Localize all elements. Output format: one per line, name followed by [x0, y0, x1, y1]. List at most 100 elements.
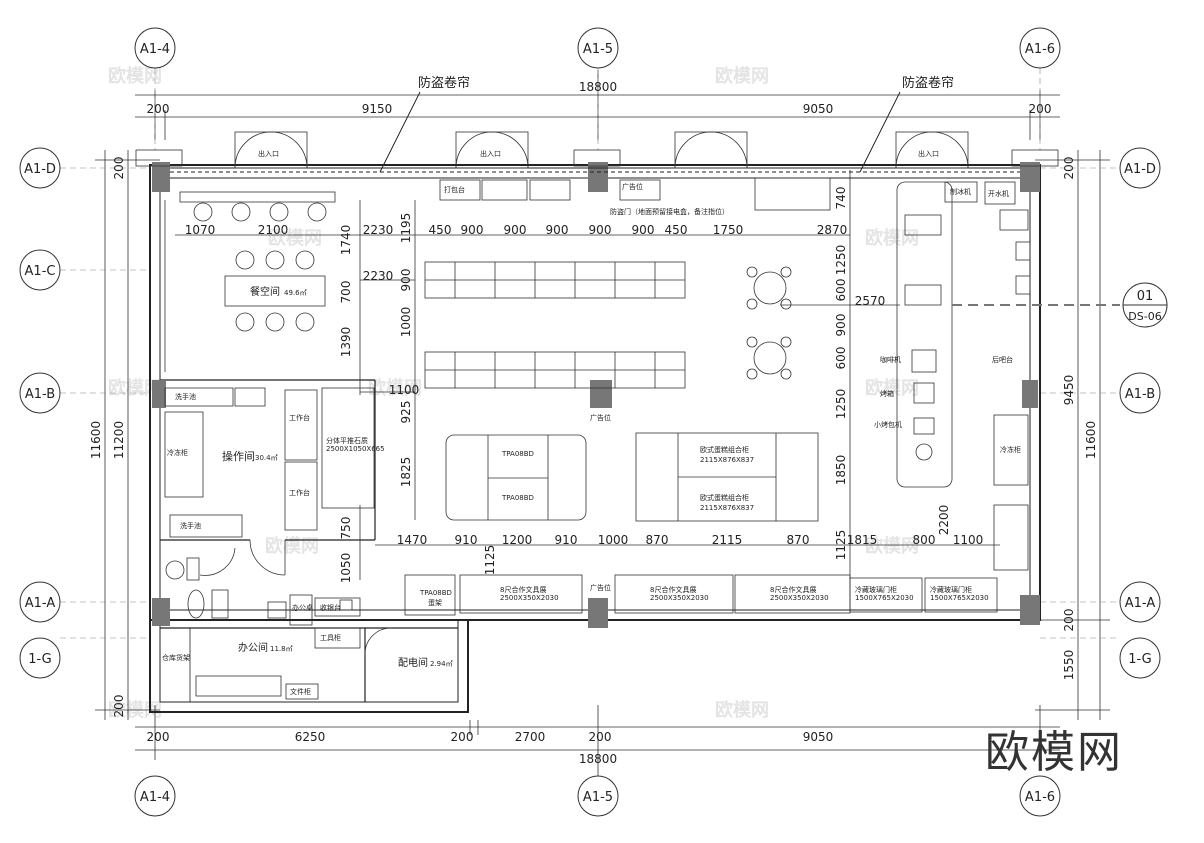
- dim-int: 910: [455, 533, 478, 547]
- tpa-label: TPA08BD: [501, 450, 534, 458]
- warehouse-label: 仓库货架: [162, 653, 190, 662]
- dim-int: 2230: [363, 269, 394, 283]
- dim-right-inner: 9450: [1062, 375, 1076, 406]
- dim-int: 1200: [502, 533, 533, 547]
- tpa-label: TPA08BD: [419, 589, 452, 597]
- dim-top-d: 200: [1029, 102, 1052, 116]
- dim-int: 450: [665, 223, 688, 237]
- svg-text:欧模网: 欧模网: [268, 227, 322, 249]
- file-cab-label: 文件柜: [290, 687, 311, 696]
- svg-text:欧模网: 欧模网: [865, 377, 919, 399]
- power-room-area: 2.94㎡: [430, 660, 453, 668]
- note-label: 防盗门（地面预留接电盒，备注指位）: [610, 207, 729, 216]
- fridge-label: 冷藏玻璃门柜: [855, 585, 897, 594]
- dimension-texts: 18800 200 9150 9050 200 200 6250 200 270…: [89, 80, 1098, 766]
- dim-int: 1740: [339, 225, 353, 256]
- axis-label: A1-A: [25, 596, 56, 611]
- dim-bottom-e: 200: [589, 730, 612, 744]
- microwave-label: 小烤包机: [874, 420, 902, 429]
- work-table-label: 工作台: [289, 488, 310, 497]
- axis-label: 1-G: [1128, 652, 1152, 667]
- dim-int: 740: [834, 187, 848, 210]
- svg-text:欧模网: 欧模网: [865, 535, 919, 557]
- freezer-label: 冷冻柜: [1000, 445, 1021, 454]
- watermark-layer: 欧模网 欧模网 欧模网 欧模网 欧模网 欧模网 欧模网 欧模网 欧模网 欧模网 …: [108, 65, 919, 721]
- dim-int: 910: [555, 533, 578, 547]
- dim-bottom-d: 2700: [515, 730, 546, 744]
- dim-right-top: 200: [1062, 157, 1076, 180]
- dim-left-inner: 11200: [112, 421, 126, 459]
- axis-bubble-set: [19, 27, 1168, 817]
- power-room-label: 配电间: [398, 656, 428, 669]
- axis-label: A1-4: [140, 790, 170, 805]
- axis-label: A1-B: [25, 387, 55, 402]
- dim-bottom-f: 9050: [803, 730, 834, 744]
- fridge-spec: 1500X765X2030: [930, 594, 989, 602]
- svg-text:欧模网: 欧模网: [265, 535, 319, 557]
- tool-cab-label: 工具柜: [320, 633, 341, 642]
- operation-room-label: 操作间: [222, 449, 255, 463]
- shelf-label: 8尺合作文具展: [650, 585, 696, 594]
- dim-int: 900: [589, 223, 612, 237]
- dim-int: 900: [399, 269, 413, 292]
- fridge-spec: 1500X765X2030: [855, 594, 914, 602]
- dim-left-total: 11600: [89, 421, 103, 459]
- dim-int: 1000: [399, 307, 413, 338]
- shelf-spec: 2500X350X2030: [650, 594, 709, 602]
- counter-spec: 2500X1050X665: [326, 445, 385, 453]
- dim-int: 750: [339, 517, 353, 540]
- svg-text:欧模网: 欧模网: [108, 377, 162, 399]
- dim-int: 700: [339, 281, 353, 304]
- dim-int: 1825: [399, 457, 413, 488]
- ad-pos-label: 广告位: [590, 583, 611, 592]
- watermark-logo: 欧模网: [985, 727, 1123, 778]
- room-labels: 防盗卷帘 防盗卷帘 餐空间 49.6㎡ 操作间 30.4㎡ 办公间 11.8㎡ …: [162, 75, 1021, 696]
- dim-int: 900: [632, 223, 655, 237]
- dim-int: 1470: [397, 533, 428, 547]
- axis-bubble-labels: A1-4 A1-5 A1-6 A1-4 A1-5 A1-6 A1-D A1-C …: [24, 42, 1162, 805]
- shelf-spec: 2500X350X2030: [500, 594, 559, 602]
- water-machine-label: 开水机: [988, 189, 1009, 198]
- dim-int: 600: [834, 347, 848, 370]
- dim-left-bottom: 200: [112, 695, 126, 718]
- coffee-label: 咖啡机: [880, 355, 901, 364]
- dim-int: 925: [399, 401, 413, 424]
- cashier-label: 收银台: [320, 603, 341, 612]
- dim-top-a: 200: [147, 102, 170, 116]
- axis-lines: [60, 68, 1120, 639]
- axis-label: A1-5: [583, 790, 613, 805]
- office-desk-label: 办公桌: [292, 603, 313, 612]
- fridge-label: 冷藏玻璃门柜: [930, 585, 972, 594]
- axis-label: A1-6: [1025, 42, 1055, 57]
- tea-room-label: 餐空间: [250, 285, 280, 298]
- tpa-desc: 蛋架: [428, 598, 442, 607]
- dim-int: 2100: [258, 223, 289, 237]
- office-label: 办公间: [238, 641, 268, 654]
- callout-sheet: DS-06: [1128, 310, 1161, 323]
- display-cab-label: 欧式蛋糕组合柜: [700, 445, 749, 454]
- shelf-label: 8尺合作文具展: [500, 585, 546, 594]
- dim-int: 870: [787, 533, 810, 547]
- dim-int: 600: [834, 279, 848, 302]
- tpa-label: TPA08BD: [501, 494, 534, 502]
- dim-int: 1750: [713, 223, 744, 237]
- dim-int: 1070: [185, 223, 216, 237]
- display-cab-spec: 2115X876X837: [700, 504, 754, 512]
- axis-label: A1-4: [140, 42, 170, 57]
- dim-int: 2230: [363, 223, 394, 237]
- ad-pos-label: 广告位: [590, 413, 611, 422]
- ad-pos-label: 广告位: [622, 182, 643, 191]
- axis-label: A1-D: [1124, 162, 1156, 177]
- shutter: [170, 91, 1020, 173]
- axis-label: A1-5: [583, 42, 613, 57]
- furniture: [164, 177, 1031, 700]
- dim-int: 2200: [937, 505, 951, 536]
- svg-text:欧模网: 欧模网: [715, 65, 769, 87]
- shelf-label: 8尺合作文具展: [770, 585, 816, 594]
- dimension-lines: [95, 70, 1110, 780]
- tea-room-area: 49.6㎡: [284, 289, 307, 297]
- dim-int: 900: [504, 223, 527, 237]
- shutter-label-right: 防盗卷帘: [902, 75, 954, 91]
- dim-int: 900: [834, 314, 848, 337]
- dim-bottom-a: 200: [147, 730, 170, 744]
